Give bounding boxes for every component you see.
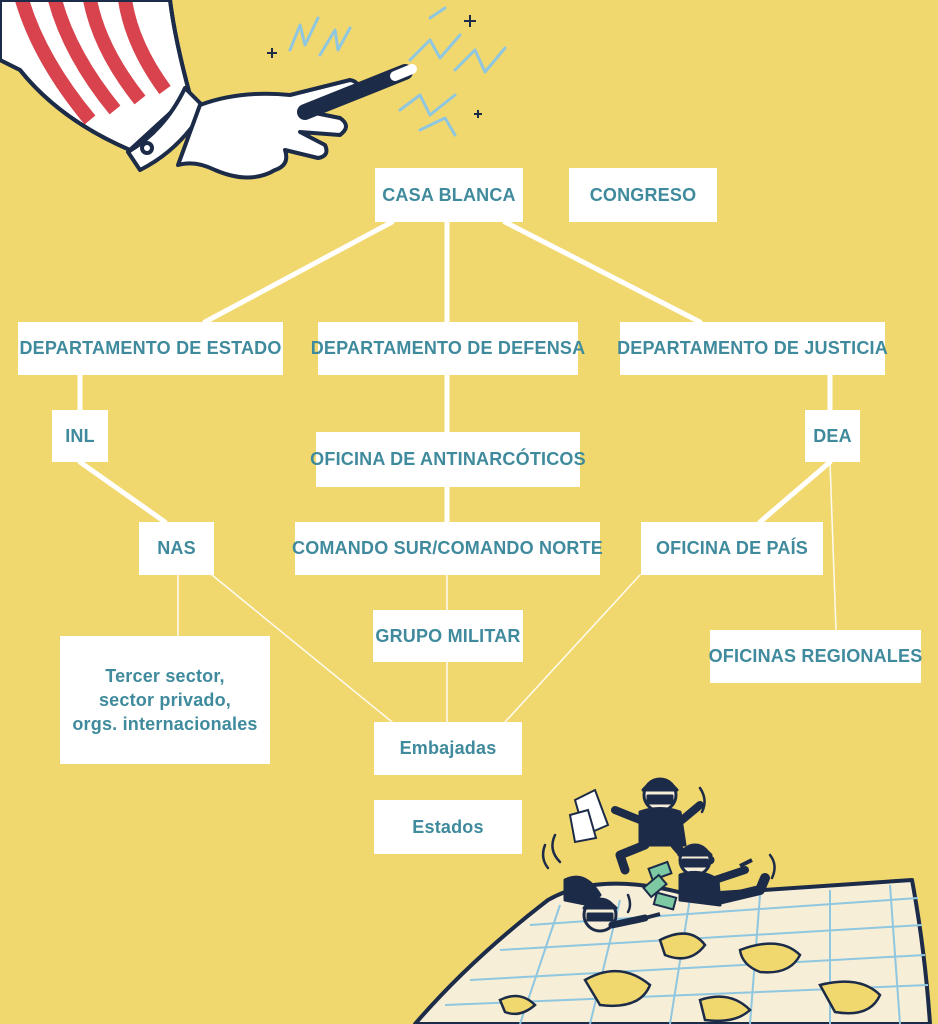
dea-agent-aiming bbox=[563, 875, 661, 933]
node-dea: DEA bbox=[805, 410, 860, 462]
magic-wand bbox=[297, 64, 417, 120]
node-estados: Estados bbox=[374, 800, 522, 854]
node-oficina-antinarcoticos: OFICINA DE ANTINARCÓTICOS bbox=[310, 432, 586, 487]
connector-dea-oficina-pais bbox=[757, 459, 833, 525]
dea-agent-jumping bbox=[611, 777, 715, 875]
map-continents bbox=[498, 932, 882, 1023]
sparkle-stars-icon bbox=[267, 15, 482, 118]
connector-oficina-pais-embajadas bbox=[504, 574, 641, 723]
magic-sparks-icon bbox=[288, 6, 507, 137]
node-departamento-defensa: DEPARTAMENTO DE DEFENSA bbox=[311, 322, 585, 375]
node-comando-sur-norte: COMANDO SUR/COMANDO NORTE bbox=[292, 522, 603, 575]
node-oficinas-regionales: OFICINAS REGIONALES bbox=[709, 630, 922, 683]
connector-casa-justicia bbox=[502, 219, 703, 325]
connector-casa-estado bbox=[202, 219, 395, 325]
node-embajadas: Embajadas bbox=[374, 722, 522, 775]
node-tercer-sector: Tercer sector, sector privado, orgs. int… bbox=[60, 636, 270, 764]
connector-dea-regionales bbox=[829, 461, 837, 631]
node-departamento-justicia: DEPARTAMENTO DE JUSTICIA bbox=[617, 322, 888, 375]
striped-sleeve bbox=[0, 0, 207, 172]
motion-lines bbox=[541, 786, 776, 914]
node-inl: INL bbox=[52, 410, 108, 462]
node-casa-blanca: CASA BLANCA bbox=[375, 168, 523, 222]
connector-inl-nas bbox=[77, 459, 168, 525]
node-nas: NAS bbox=[139, 522, 214, 575]
node-oficina-pais: OFICINA DE PAÍS bbox=[641, 522, 823, 575]
connector-nas-embajadas bbox=[211, 574, 393, 723]
flying-money-icon bbox=[642, 860, 678, 911]
flying-papers-icon bbox=[568, 788, 610, 844]
node-departamento-estado: DEPARTAMENTO DE ESTADO bbox=[18, 322, 283, 375]
node-grupo-militar: GRUPO MILITAR bbox=[373, 610, 523, 662]
node-congreso: CONGRESO bbox=[569, 168, 717, 222]
dea-agent-with-gun bbox=[677, 843, 770, 907]
